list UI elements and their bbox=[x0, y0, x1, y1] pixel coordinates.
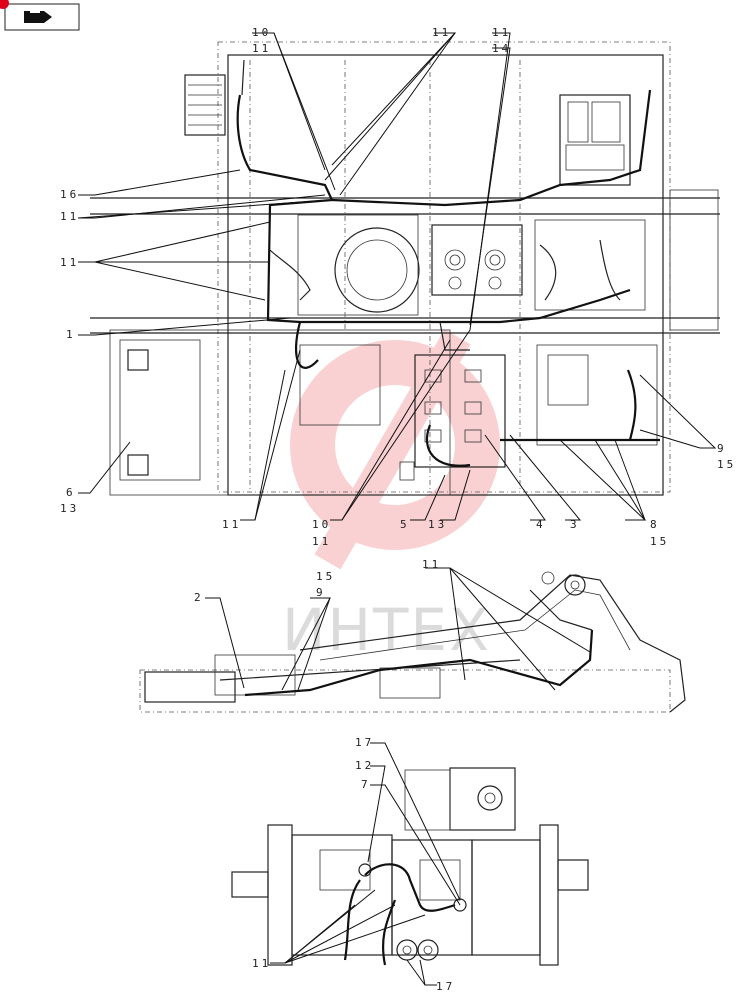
callout-15-right: 15 bbox=[717, 458, 736, 471]
callout-13-left: 13 bbox=[60, 502, 79, 515]
callout-14-top: 14 bbox=[492, 42, 511, 55]
leader-lines-top bbox=[77, 32, 717, 521]
callout-9-right: 9 bbox=[717, 442, 727, 455]
callout-15-mid: 15 bbox=[316, 570, 335, 583]
callout-11-top-b: 11 bbox=[432, 26, 451, 39]
callout-11-mid: 11 bbox=[422, 558, 441, 571]
callout-4: 4 bbox=[536, 518, 546, 531]
watermark-text: ИНТЕХ bbox=[282, 596, 491, 664]
callout-17-bottom: 17 bbox=[436, 980, 455, 993]
back-arrow-icon bbox=[24, 9, 52, 23]
callout-17-top: 17 bbox=[355, 736, 374, 749]
callout-7: 7 bbox=[361, 778, 371, 791]
callout-1: 1 bbox=[66, 328, 76, 341]
back-button[interactable] bbox=[4, 3, 80, 31]
callout-11-left-b: 11 bbox=[60, 256, 79, 269]
callout-2: 2 bbox=[194, 591, 204, 604]
callout-11-top-a: 11 bbox=[252, 42, 271, 55]
pump-view bbox=[231, 767, 589, 966]
callout-12: 12 bbox=[355, 759, 374, 772]
frame-top-view bbox=[90, 41, 720, 496]
callout-11-pump: 11 bbox=[252, 957, 271, 970]
callout-11-bottom: 11 bbox=[222, 518, 241, 531]
callout-11-bottom-b: 11 bbox=[312, 535, 331, 548]
callout-6: 6 bbox=[66, 486, 76, 499]
marker-dot bbox=[0, 0, 9, 9]
harness-top-view bbox=[236, 59, 660, 467]
callout-3: 3 bbox=[570, 518, 580, 531]
callout-8: 8 bbox=[650, 518, 660, 531]
callout-11-top-c: 11 bbox=[492, 26, 511, 39]
watermark-logo bbox=[290, 329, 500, 570]
callout-13-bottom: 13 bbox=[428, 518, 447, 531]
callout-16: 16 bbox=[60, 188, 79, 201]
leader-lines-side bbox=[205, 567, 591, 691]
boom-side-view bbox=[139, 571, 686, 713]
callout-15-bottom: 15 bbox=[650, 535, 669, 548]
leader-lines-pump bbox=[270, 742, 461, 986]
callout-5: 5 bbox=[400, 518, 410, 531]
callout-10-top: 10 bbox=[252, 26, 271, 39]
callout-10-bottom: 10 bbox=[312, 518, 331, 531]
callout-labels: 10 11 11 11 14 16 11 11 1 6 13 11 10 11 … bbox=[60, 26, 736, 993]
callout-11-left-a: 11 bbox=[60, 210, 79, 223]
callout-9-mid: 9 bbox=[316, 586, 326, 599]
